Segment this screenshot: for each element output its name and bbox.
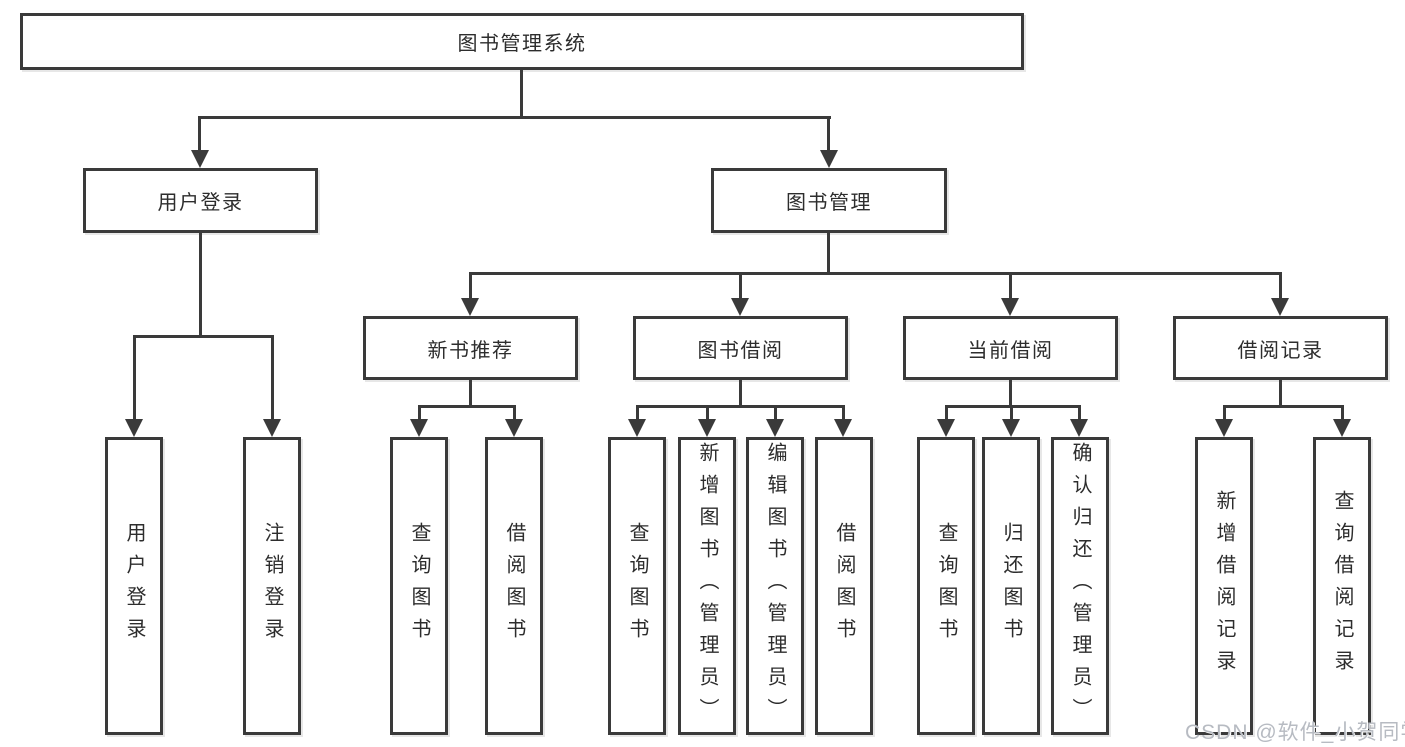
node-current-borrow: 当前借阅 [903, 316, 1118, 380]
leaf-borrow-borrow: 借阅图书 [815, 437, 873, 735]
arrow-down-icon [263, 419, 281, 437]
leaf-record-add-label: 新增借阅记录 [1213, 490, 1235, 682]
connector-bookborrow-stem [739, 380, 742, 408]
leaf-user-login-label: 用户登录 [123, 522, 145, 650]
arrow-down-icon [1215, 419, 1233, 437]
connector-leaf-shaft [842, 405, 845, 423]
connector-leaf-shaft [706, 405, 709, 423]
connector-userlogin-shaft [198, 116, 201, 152]
node-root-label: 图书管理系统 [457, 33, 587, 55]
arrow-down-icon [1001, 298, 1019, 316]
arrow-down-icon [834, 419, 852, 437]
connector-level3-shaft [739, 272, 742, 300]
leaf-newbook-borrow-label: 借阅图书 [503, 522, 525, 650]
connector-leaf-shaft [1223, 405, 1226, 423]
leaf-current-confirm-admin-label: 确认归还（管理员） [1069, 442, 1091, 730]
arrow-down-icon [410, 419, 428, 437]
arrow-down-icon [937, 419, 955, 437]
connector-borrowrecord-stem [1279, 380, 1282, 408]
leaf-logout-label: 注销登录 [261, 522, 283, 650]
arrow-down-icon [731, 298, 749, 316]
arrow-down-icon [1002, 419, 1020, 437]
connector-level3-shaft [1279, 272, 1282, 300]
connector-newbook-branch [418, 405, 516, 408]
arrow-down-icon [766, 419, 784, 437]
leaf-newbook-borrow: 借阅图书 [485, 437, 543, 735]
connector-leaf-shaft [418, 405, 421, 423]
leaf-borrow-borrow-label: 借阅图书 [833, 522, 855, 650]
connector-leaf-shaft [636, 405, 639, 423]
node-user-login: 用户登录 [83, 168, 318, 233]
connector-currentborrow-stem [1009, 380, 1012, 408]
connector-bookborrow-branch [636, 405, 845, 408]
node-current-borrow-label: 当前借阅 [967, 339, 1054, 362]
connector-leaf-shaft [945, 405, 948, 423]
connector-root-stem [520, 70, 523, 118]
connector-leaf-shaft [1341, 405, 1344, 423]
leaf-record-query-label: 查询借阅记录 [1331, 490, 1353, 682]
connector-leaf-shaft [271, 335, 274, 421]
node-new-book-recommend: 新书推荐 [363, 316, 578, 380]
arrow-down-icon [461, 298, 479, 316]
node-root-library-system: 图书管理系统 [20, 13, 1024, 70]
connector-level3-shaft [1009, 272, 1012, 300]
watermark-text: CSDN @软件_小贺同学 [1185, 721, 1405, 744]
arrow-down-icon [628, 419, 646, 437]
leaf-borrow-add-admin-label: 新增图书（管理员） [696, 442, 718, 730]
connector-leaf-shaft [1010, 405, 1013, 423]
connector-currentborrow-branch [945, 405, 1081, 408]
arrow-down-icon [698, 419, 716, 437]
connector-leaf-shaft [513, 405, 516, 423]
leaf-newbook-query-label: 查询图书 [408, 522, 430, 650]
connector-bookmgmt-stem [827, 233, 830, 274]
leaf-current-return-label: 归还图书 [1000, 522, 1022, 650]
leaf-logout: 注销登录 [243, 437, 301, 735]
leaf-current-query-label: 查询图书 [935, 522, 957, 650]
leaf-current-confirm-admin: 确认归还（管理员） [1051, 437, 1109, 735]
connector-bookmgmt-shaft [827, 116, 830, 152]
arrow-down-icon [820, 150, 838, 168]
connector-userlogin-branch [133, 335, 274, 338]
node-book-borrow-label: 图书借阅 [697, 339, 784, 362]
leaf-borrow-edit-admin: 编辑图书（管理员） [746, 437, 804, 735]
node-borrow-record: 借阅记录 [1173, 316, 1388, 380]
node-book-borrow: 图书借阅 [633, 316, 848, 380]
node-user-login-label: 用户登录 [157, 192, 244, 214]
arrow-down-icon [1333, 419, 1351, 437]
leaf-user-login: 用户登录 [105, 437, 163, 735]
connector-level3-shaft [469, 272, 472, 300]
connector-leaf-shaft [133, 335, 136, 421]
leaf-newbook-query: 查询图书 [390, 437, 448, 735]
connector-userlogin-stem [199, 233, 202, 337]
node-new-book-recommend-label: 新书推荐 [427, 339, 514, 362]
leaf-current-query: 查询图书 [917, 437, 975, 735]
node-book-management: 图书管理 [711, 168, 947, 233]
arrow-down-icon [1070, 419, 1088, 437]
leaf-borrow-query-label: 查询图书 [626, 522, 648, 650]
connector-leaf-shaft [1078, 405, 1081, 423]
connector-leaf-shaft [774, 405, 777, 423]
node-book-management-label: 图书管理 [786, 192, 872, 214]
node-borrow-record-label: 借阅记录 [1237, 339, 1324, 362]
leaf-borrow-add-admin: 新增图书（管理员） [678, 437, 736, 735]
leaf-record-add: 新增借阅记录 [1195, 437, 1253, 735]
leaf-record-query: 查询借阅记录 [1313, 437, 1371, 735]
leaf-borrow-query: 查询图书 [608, 437, 666, 735]
arrow-down-icon [1271, 298, 1289, 316]
leaf-current-return: 归还图书 [982, 437, 1040, 735]
connector-bookmgmt-branch [469, 272, 1282, 275]
arrow-down-icon [191, 150, 209, 168]
connector-root-branch [199, 116, 831, 119]
connector-borrowrecord-branch [1223, 405, 1343, 408]
arrow-down-icon [125, 419, 143, 437]
connector-newbook-stem [469, 380, 472, 408]
leaf-borrow-edit-admin-label: 编辑图书（管理员） [764, 442, 786, 730]
arrow-down-icon [505, 419, 523, 437]
